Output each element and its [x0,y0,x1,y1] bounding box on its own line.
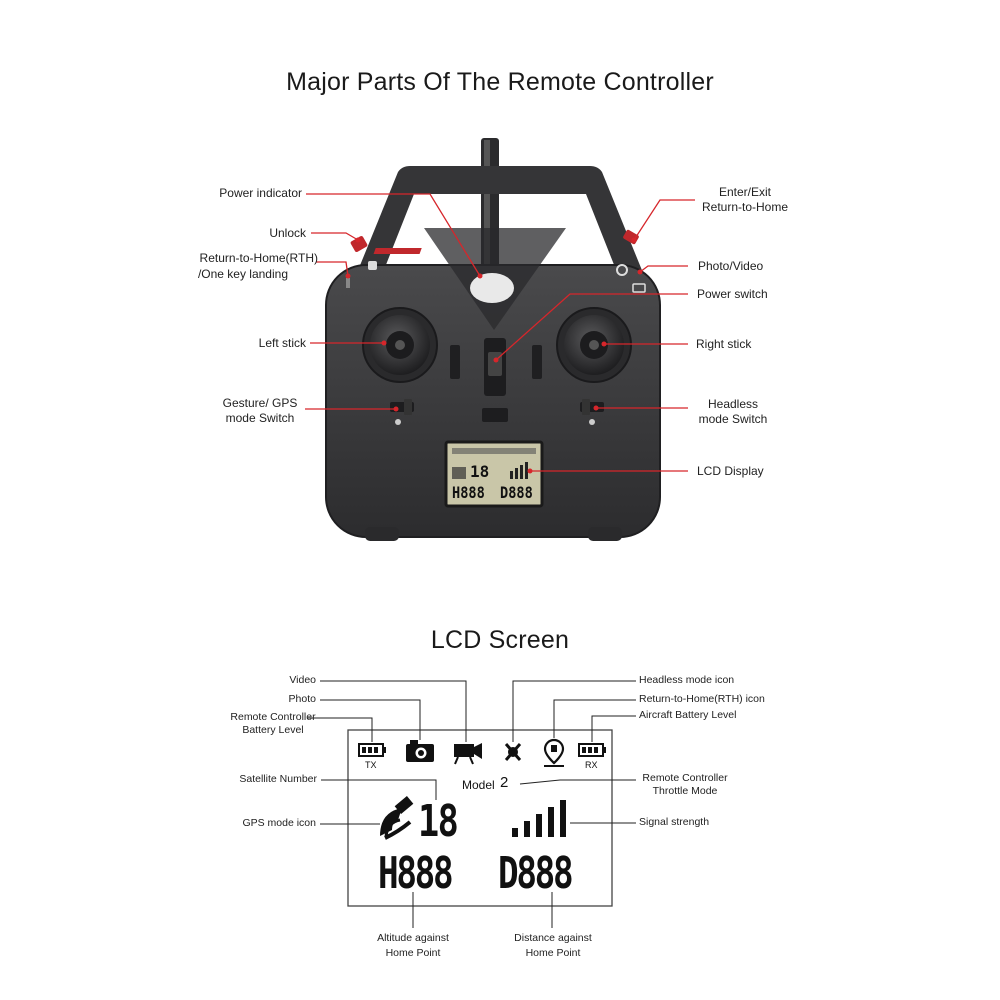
controller-leader-lines [305,193,695,472]
altitude-value: H888 [378,848,454,899]
lock-icon [368,261,377,270]
mini-satellite-icon [452,467,466,479]
rx-label: RX [585,760,598,770]
lcd-section-title: LCD Screen [430,626,570,654]
mini-distance: D888 [500,483,533,502]
label-power-switch: Power switch [697,287,768,301]
label-gesture-line2: mode Switch [225,411,295,425]
label-distance-line1: Distance against [514,932,592,944]
satellite-icon [380,796,414,840]
label-enter-exit-line1: Enter/Exit [718,185,772,199]
camera-icon [406,740,434,762]
unlock-button[interactable] [350,235,368,252]
label-rth-line2: /One key landing [197,267,288,281]
label-lcd-display: LCD Display [697,464,764,478]
video-icon [454,743,482,765]
brand-logo [373,248,422,254]
page-title: Major Parts Of The Remote Controller [286,68,714,96]
label-throttle-line1: Remote Controller [642,772,728,784]
label-headless-line1: Headless [707,397,759,411]
rx-battery-icon [578,743,606,757]
rth-button[interactable] [346,278,350,288]
home-icon [616,264,628,276]
label-altitude-line2: Home Point [385,947,441,959]
label-right-stick: Right stick [696,337,752,351]
label-video: Video [289,674,316,686]
power-indicator-light [470,273,514,303]
label-left-stick: Left stick [258,336,306,350]
label-altitude-line1: Altitude against [377,932,449,944]
mini-satellite-count: 18 [470,462,490,481]
label-throttle-line2: Throttle Mode [652,785,718,797]
label-gps-mode-icon: GPS mode icon [242,817,316,829]
distance-value: D888 [498,848,574,899]
lcd-leader-lines [307,680,636,928]
label-rc-battery-line1: Remote Controller [230,711,316,723]
label-signal-strength: Signal strength [639,816,710,828]
label-aircraft-battery: Aircraft Battery Level [639,709,737,721]
camera-icon [632,283,646,293]
label-gesture-line1: Gesture/ GPS [222,396,298,410]
tx-label: TX [365,760,377,770]
label-photo: Photo [288,693,316,705]
label-headless-icon: Headless mode icon [639,674,735,686]
center-button[interactable] [482,408,508,422]
signal-icon [512,800,566,837]
headless-icon [504,743,522,761]
label-unlock: Unlock [269,226,306,240]
satellite-count: 18 [418,796,459,847]
mini-altitude: H888 [452,483,485,502]
remote-controller [325,138,661,541]
label-rc-battery-line2: Battery Level [242,724,304,736]
label-headless-line2: mode Switch [698,412,768,426]
label-distance-line2: Home Point [525,947,581,959]
tx-battery-icon [358,743,386,757]
right-trim[interactable] [532,345,542,379]
label-rth-line1: Return-to-Home(RTH) [199,251,318,265]
label-enter-exit-line2: Return-to-Home [701,200,789,214]
model-value: 2 [500,774,509,791]
label-satellite-number: Satellite Number [239,773,317,785]
label-power-indicator: Power indicator [219,186,302,200]
model-text: Model [462,778,495,792]
label-photo-video: Photo/Video [698,259,764,273]
mini-lcd-display [444,440,544,508]
left-trim[interactable] [450,345,460,379]
home-pin-icon [543,738,565,767]
label-rth-icon: Return-to-Home(RTH) icon [639,693,765,705]
